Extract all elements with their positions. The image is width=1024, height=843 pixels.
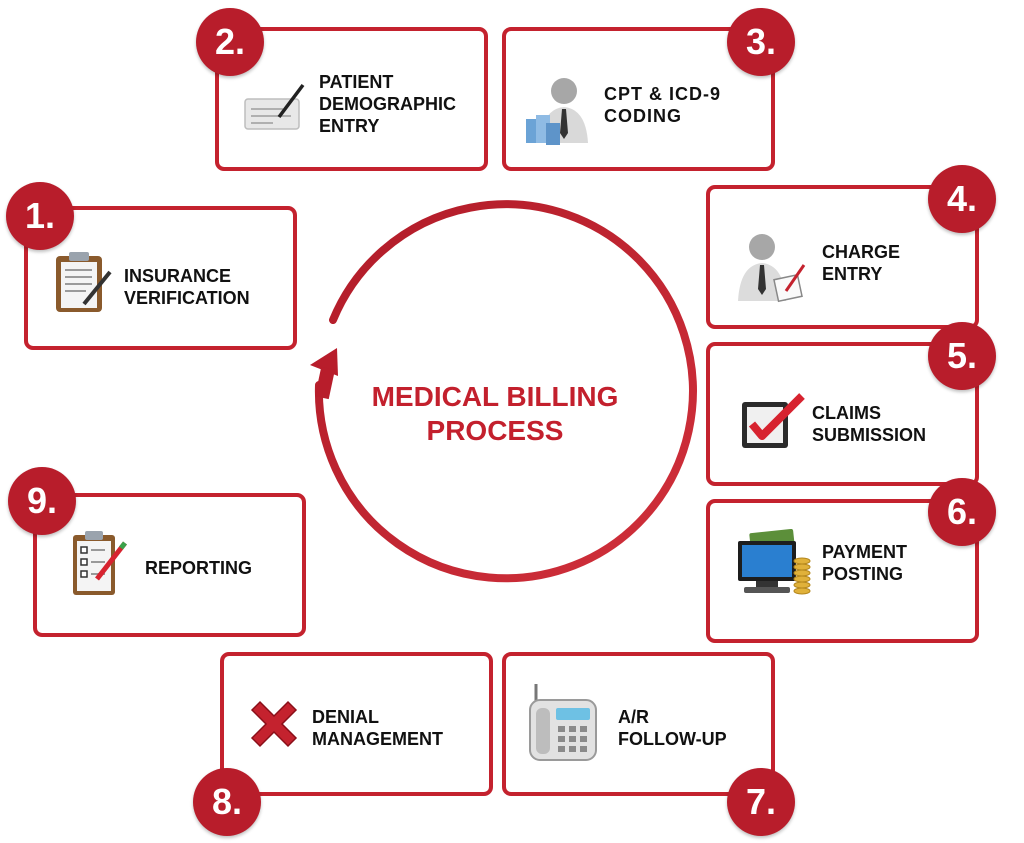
step-label: DENIAL MANAGEMENT	[312, 707, 443, 749]
checkbox-check-icon	[740, 392, 806, 457]
step-number-badge: 8.	[193, 768, 261, 836]
step-number-badge: 2.	[196, 8, 264, 76]
step-label: REPORTING	[145, 558, 253, 578]
cheque-pen-icon	[243, 81, 307, 142]
checklist-clipboard-icon	[71, 529, 127, 606]
computer-money-icon	[736, 528, 812, 604]
person-writing-icon	[734, 229, 806, 310]
step-label: CHARGE ENTRY	[822, 242, 901, 284]
red-x-icon	[246, 696, 302, 757]
step-insurance-verification: INSURANCE VERIFICATION	[24, 206, 297, 350]
telephone-icon	[528, 682, 600, 769]
coder-person-icon	[522, 73, 594, 154]
step-number-badge: 5.	[928, 322, 996, 390]
step-claims-submission: CLAIMS SUBMISSION	[706, 342, 979, 486]
step-number-badge: 7.	[727, 768, 795, 836]
diagram-title: MEDICAL BILLING PROCESS	[371, 381, 619, 446]
step-label: CLAIMS SUBMISSION	[812, 403, 927, 445]
step-label: PAYMENT POSTING	[822, 542, 908, 584]
step-number-badge: 4.	[928, 165, 996, 233]
step-charge-entry: CHARGE ENTRY	[706, 185, 979, 329]
step-label: INSURANCE VERIFICATION	[124, 266, 250, 308]
step-ar-follow-up: A/R FOLLOW-UP	[502, 652, 775, 796]
step-label: A/R FOLLOW-UP	[618, 707, 727, 749]
step-number-badge: 1.	[6, 182, 74, 250]
clipboard-icon	[52, 250, 112, 321]
step-number-badge: 3.	[727, 8, 795, 76]
step-label: PATIENT DEMOGRAPHIC ENTRY	[319, 72, 457, 136]
step-reporting: REPORTING	[33, 493, 306, 637]
step-number-badge: 6.	[928, 478, 996, 546]
step-label: CPT & ICD-9 CODING	[604, 84, 722, 126]
step-number-badge: 9.	[8, 467, 76, 535]
step-denial-management: DENIAL MANAGEMENT	[220, 652, 493, 796]
